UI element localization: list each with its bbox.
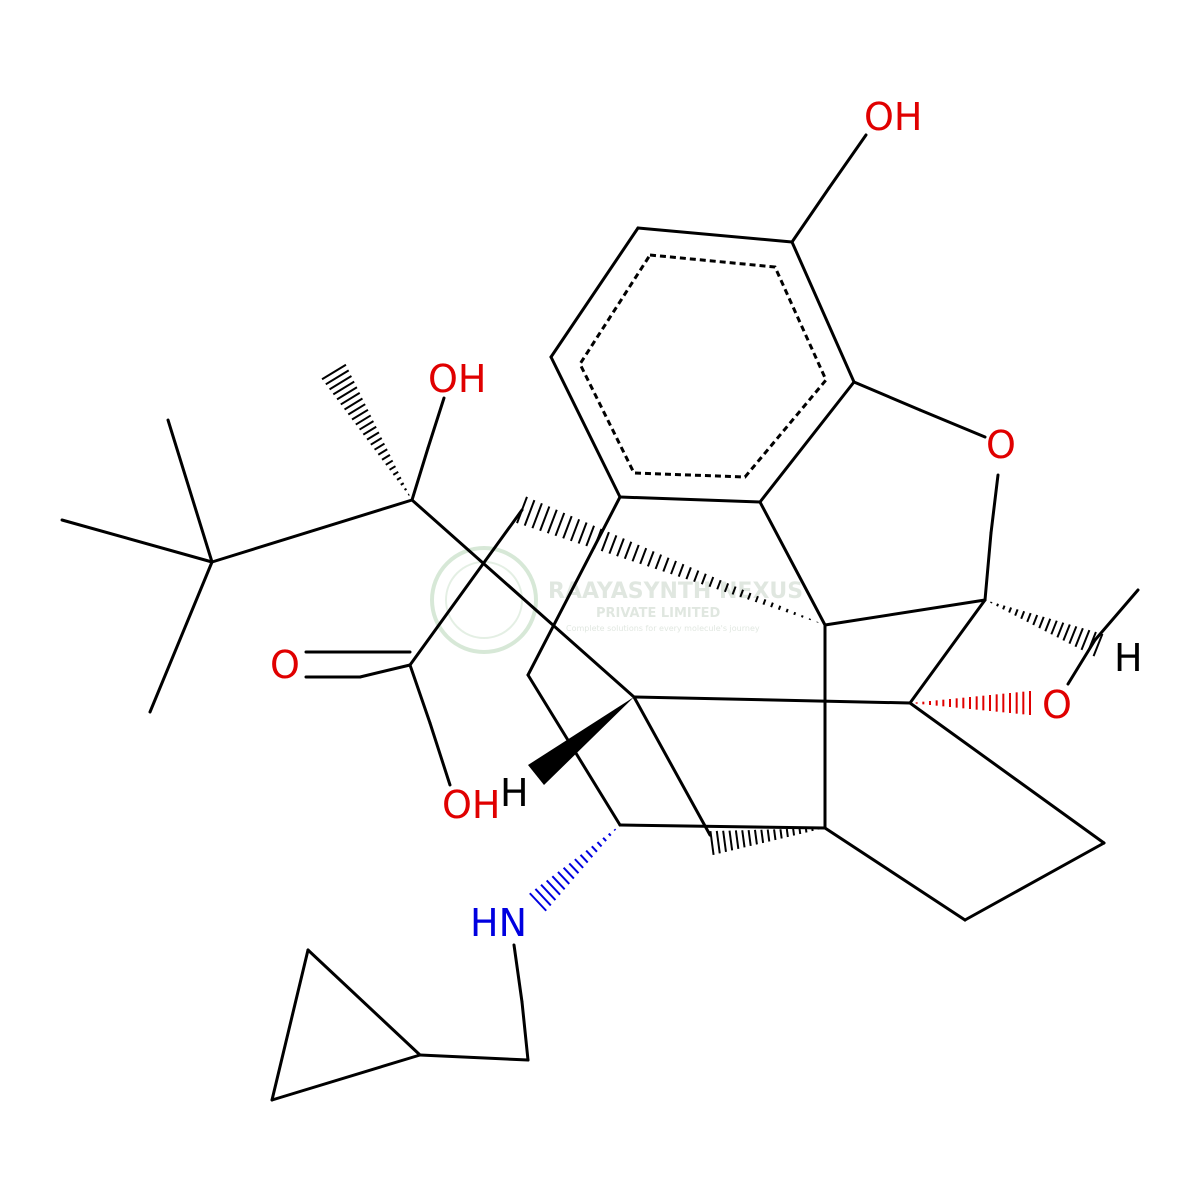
atom-h-right: H [1114, 636, 1143, 680]
watermark: RAAYASYNTH NEXUS PRIVATE LIMITED Complet… [430, 546, 803, 654]
watermark-tagline: Complete solutions for every molecule's … [566, 624, 760, 633]
hash-right-h [990, 601, 1104, 657]
atom-o-ring: O [986, 423, 1016, 467]
watermark-logo [430, 546, 538, 654]
bond-phenol-o [827, 133, 868, 190]
watermark-name: RAAYASYNTH NEXUS [548, 579, 803, 604]
wedge-h-left [528, 697, 634, 785]
atom-o-carbonyl: O [270, 643, 300, 687]
aromatic-ring [549, 226, 856, 504]
atom-oh-top: OH [864, 95, 922, 139]
hash-nh [529, 828, 617, 912]
atom-o-methoxy: O [1042, 683, 1072, 727]
atom-h-left: H [500, 771, 529, 815]
atom-nh: HN [470, 901, 527, 945]
hash-long-top [516, 496, 819, 623]
atom-oh-acid: OH [442, 783, 500, 827]
bond-phenol [790, 186, 831, 244]
watermark-subtitle: PRIVATE LIMITED [596, 606, 721, 621]
atom-oh-side: OH [428, 357, 486, 401]
hash-methyl-top [321, 363, 410, 496]
hash-methoxy-o [915, 691, 1031, 715]
hashed-wedges [321, 363, 1104, 912]
hash-bottom-ch2 [709, 828, 820, 856]
